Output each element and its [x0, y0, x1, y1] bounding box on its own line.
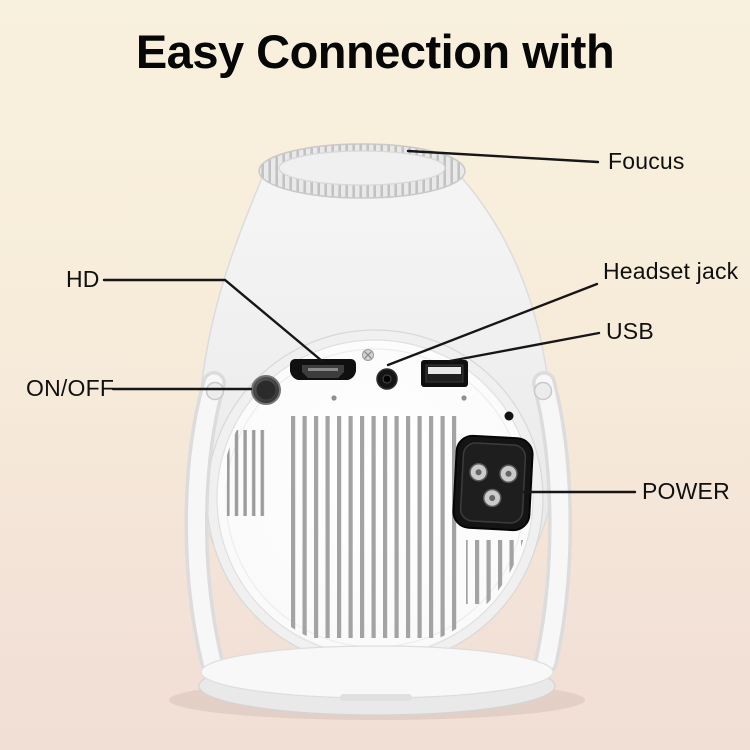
callout-line-hd	[102, 278, 324, 363]
label-power: POWER	[642, 478, 730, 504]
screw-hole-right	[461, 395, 467, 401]
usb-port	[421, 360, 468, 387]
label-focus: Foucus	[608, 148, 685, 174]
callout-line-headset	[386, 282, 599, 367]
label-usb: USB	[606, 318, 654, 344]
power-inlet	[452, 434, 534, 532]
callout-line-usb	[448, 331, 601, 363]
label-headset-jack: Headset jack	[603, 258, 739, 284]
stand-base	[198, 645, 556, 716]
hdmi-port	[290, 359, 356, 380]
screw-hole-left	[331, 395, 337, 401]
vent-grille	[227, 416, 526, 638]
callout-lines	[102, 149, 637, 494]
indicator-dot	[504, 411, 514, 421]
headset-jack-port	[376, 368, 398, 390]
callout-line-focus	[406, 149, 600, 164]
label-on-off: ON/OFF	[26, 375, 115, 401]
on-off-button	[251, 375, 281, 405]
label-hd: HD	[66, 266, 100, 292]
stand-arms	[184, 371, 573, 674]
screw	[362, 349, 374, 361]
page-title: Easy Connection with	[135, 25, 615, 78]
focus-ring	[258, 143, 466, 199]
